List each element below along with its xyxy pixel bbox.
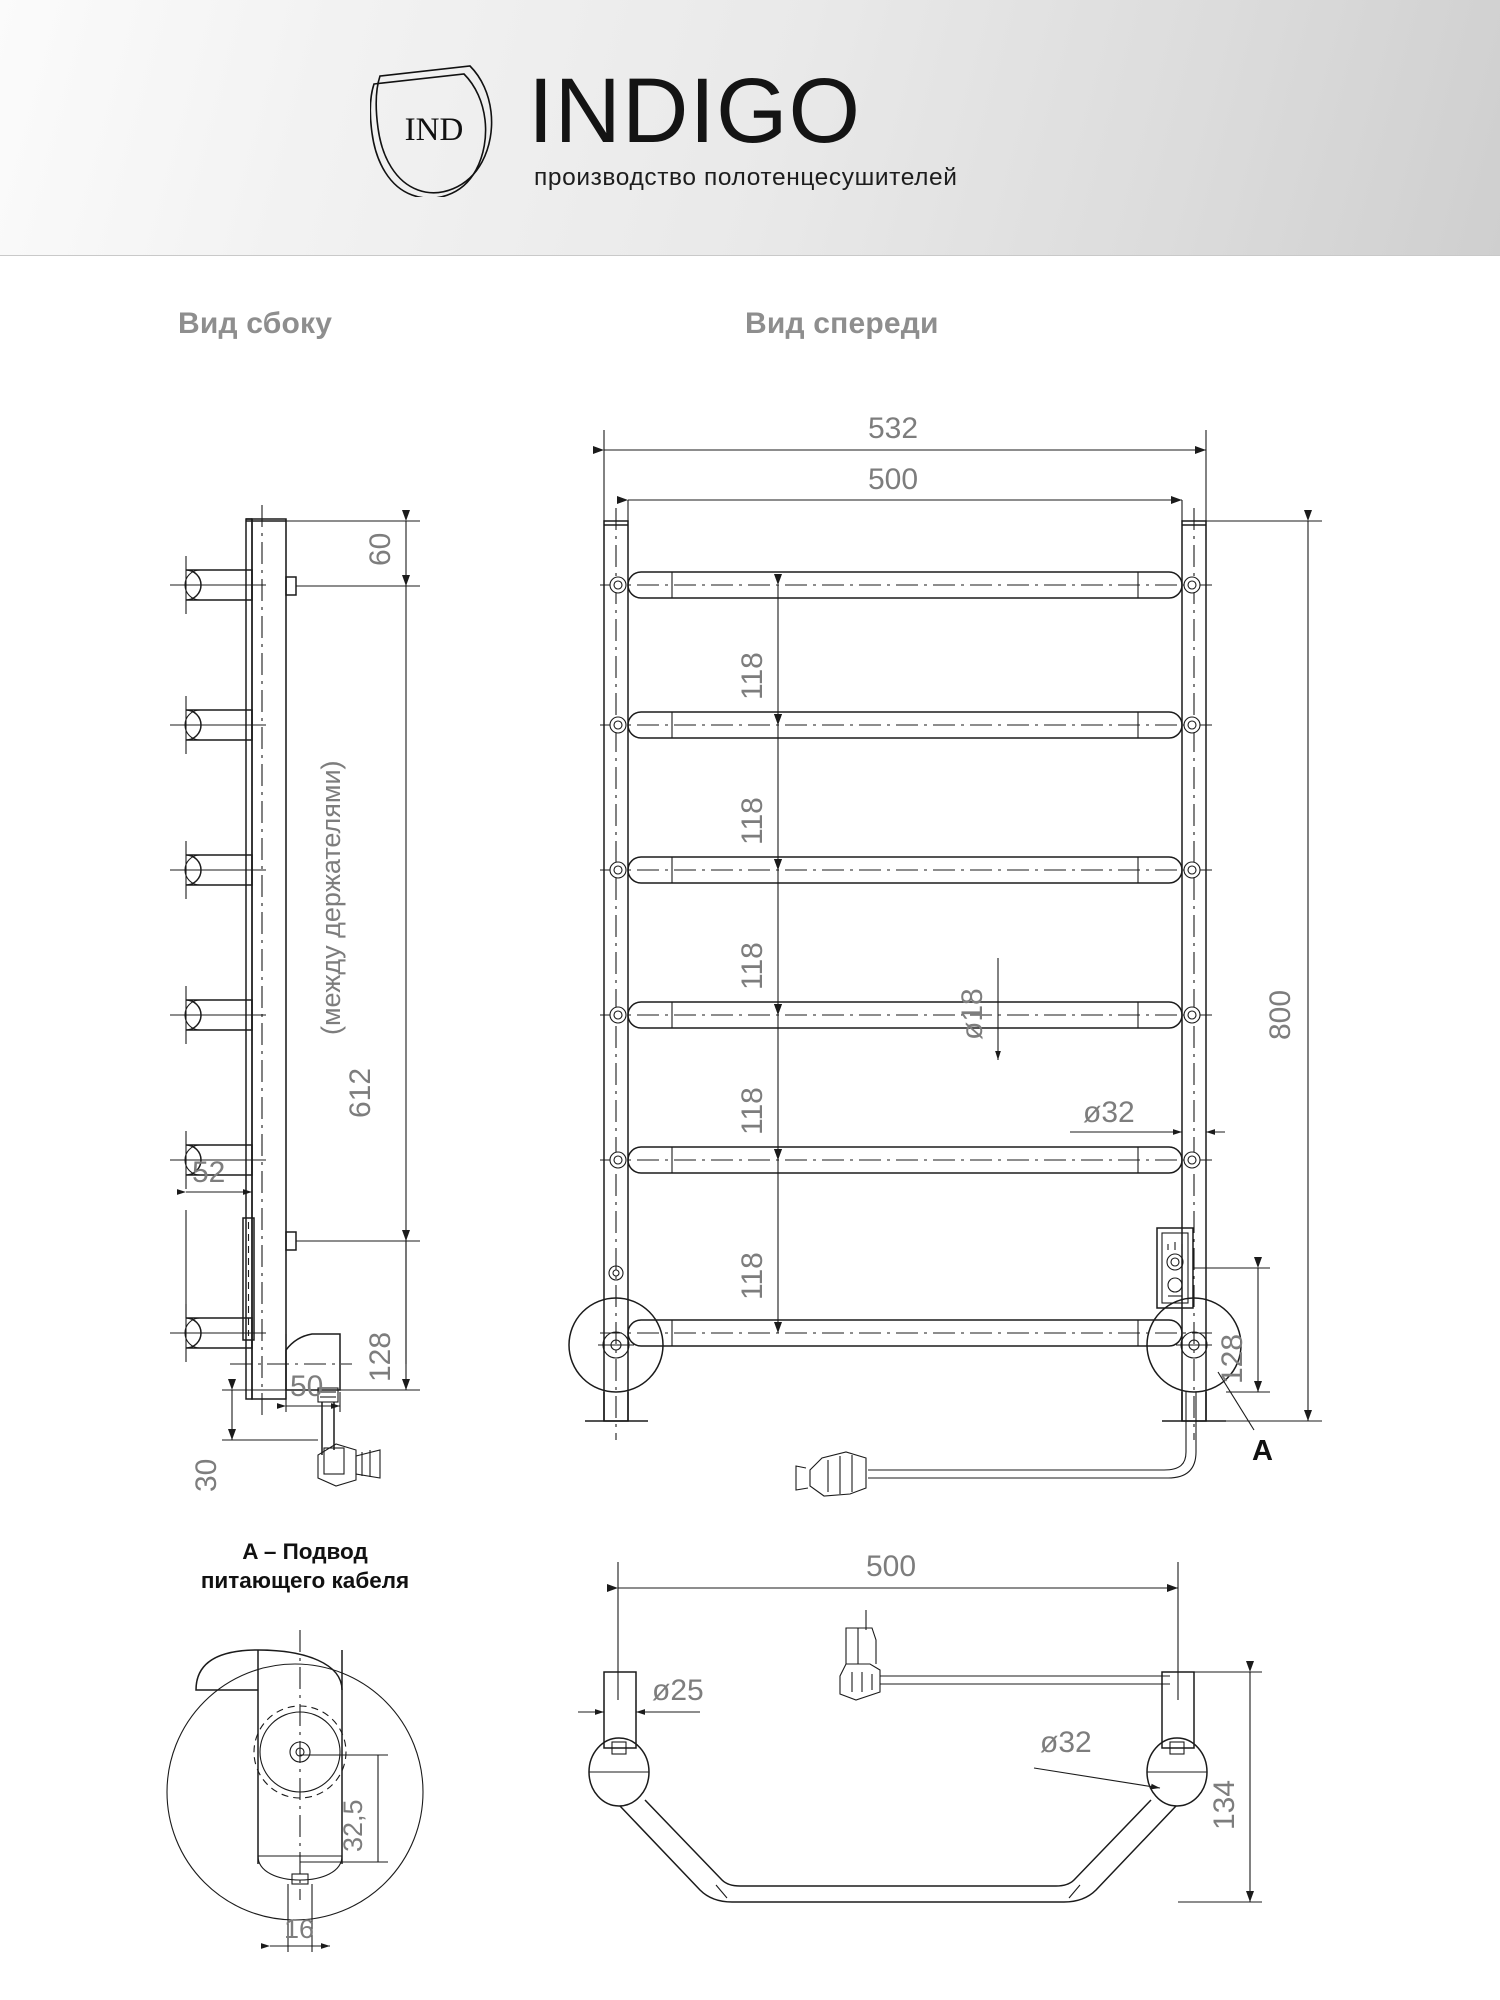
dimension-chain-118: 118 118 118 118 118	[736, 573, 783, 1333]
side-view-drawing: 60 612 (между держателями) 52 50 128	[170, 505, 420, 1492]
dimension-detail-16: 16	[260, 1884, 330, 1952]
indigo-shield-icon: IND	[369, 62, 500, 199]
detail-title-line1: A – Подвод	[242, 1539, 368, 1564]
dimension-value-118-4: 118	[736, 1087, 769, 1135]
dimension-top-d32: ø32	[1033, 1726, 1161, 1790]
dimension-top-d25: ø25	[578, 1674, 704, 1720]
dimension-value-532: 532	[868, 412, 918, 445]
top-view-drawing: 500 ø25 ø32	[578, 1550, 1262, 1903]
side-view-plug-icon	[317, 1443, 381, 1487]
front-view-title: Вид спереди	[745, 307, 939, 340]
dimension-value-side-128: 128	[364, 1332, 397, 1382]
page-header: IND INDIGO производство полотенцесушител…	[0, 0, 1500, 256]
dimension-value-d25: ø25	[652, 1674, 704, 1707]
dimension-top-134: 134	[1178, 1660, 1262, 1903]
dimension-value-d18: ø18	[956, 988, 989, 1040]
dimension-value-500: 500	[868, 463, 918, 496]
dimension-value-30: 30	[190, 1459, 223, 1492]
dimension-value-134: 134	[1208, 1780, 1241, 1830]
dimension-value-118-1: 118	[736, 652, 769, 700]
dimension-front-128: 128	[1193, 1256, 1270, 1393]
detail-view-title: A – Подвод питающего кабеля	[160, 1538, 450, 1596]
dimension-value-118-5: 118	[736, 1252, 769, 1300]
dimension-value-52: 52	[192, 1156, 225, 1189]
detail-a-drawing: 32,5 16	[166, 1630, 424, 1952]
dimension-side-52: 52	[176, 1156, 253, 1318]
dimension-value-32-5: 32,5	[338, 1799, 368, 1852]
front-view-mount-left	[568, 1297, 664, 1393]
dimension-total-height: 800	[1206, 509, 1322, 1422]
dimension-value-118-3: 118	[736, 942, 769, 990]
dimension-note-612: (между держателями)	[316, 760, 346, 1035]
front-view-rungs	[600, 571, 1212, 1347]
dimension-value-118-2: 118	[736, 797, 769, 845]
dimension-side-30: 30	[190, 1378, 318, 1492]
side-view-title: Вид сбоку	[178, 307, 333, 340]
brand-logo: IND INDIGO производство полотенцесушител…	[369, 60, 958, 199]
dimension-post-diameter: ø32	[1070, 1096, 1225, 1135]
front-view-mount-right	[1146, 1297, 1242, 1393]
brand-tagline: производство полотенцесушителей	[534, 164, 958, 192]
detail-marker-a: A	[1217, 1371, 1273, 1467]
dimension-value-top-500: 500	[866, 1550, 916, 1583]
dimension-value-16: 16	[284, 1914, 314, 1944]
dimension-rung-diameter: ø18	[956, 958, 1001, 1060]
side-view-rungs	[170, 556, 268, 1362]
logo-monogram: IND	[405, 112, 464, 148]
dimension-side-50: 50	[276, 1370, 341, 1412]
dimension-value-800: 800	[1264, 990, 1297, 1040]
front-view-drawing: 532 500	[568, 412, 1322, 1497]
front-view-control-panel	[1156, 1227, 1194, 1309]
dimension-side-128: 128	[296, 1229, 420, 1391]
dimension-value-612: 612	[344, 1068, 377, 1118]
dimension-detail-32-5: 32,5	[300, 1754, 388, 1863]
front-view-plug-icon	[795, 1451, 867, 1497]
detail-marker-label: A	[1252, 1435, 1273, 1467]
dimension-side-60: 60	[364, 509, 411, 586]
dimension-value-50: 50	[290, 1370, 323, 1403]
top-view-plug-icon	[839, 1610, 881, 1701]
dimension-value-front-128: 128	[1216, 1334, 1249, 1384]
detail-title-line2: питающего кабеля	[200, 1567, 410, 1593]
dimension-value-d32-front: ø32	[1083, 1096, 1135, 1129]
dimension-value-d32-top: ø32	[1040, 1726, 1092, 1759]
dimension-side-612: 612 (между держателями)	[316, 586, 407, 1364]
dimension-value-60: 60	[364, 533, 397, 566]
brand-name: INDIGO	[528, 60, 862, 162]
